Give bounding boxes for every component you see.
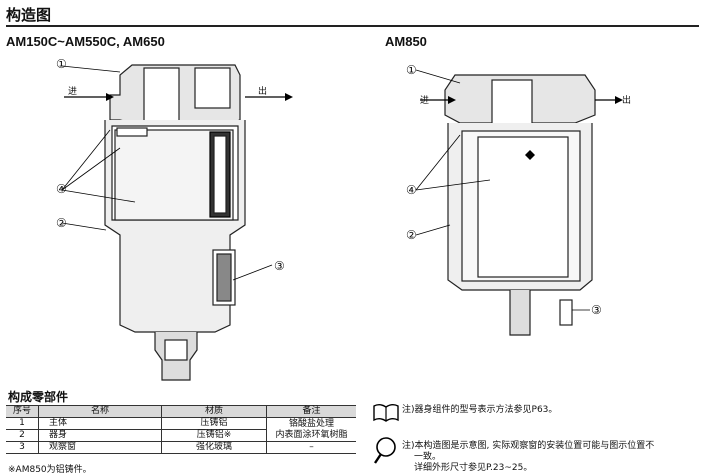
right-callout-1: ①: [406, 63, 417, 77]
title-divider: [6, 25, 699, 27]
left-callout-4: ④: [56, 182, 67, 196]
row2-material: 压铸铝※: [161, 429, 267, 442]
col-header-name: 名称: [38, 405, 162, 418]
remark-line-1: 铬酸盐处理: [288, 418, 334, 429]
col-header-remark: 备注: [266, 405, 356, 418]
col-header-material: 材质: [161, 405, 267, 418]
left-callout-2: ②: [56, 216, 67, 230]
left-callout-1: ①: [56, 57, 67, 71]
note-1: 注)器身组件的型号表示方法参见P63。: [402, 405, 558, 415]
left-callout-3: ③: [274, 259, 285, 273]
right-outlet-label: 出: [622, 96, 632, 106]
parts-table: 序号 名称 材质 备注 1 主体 压铸铝 铬酸盐处理 内表面涂环氧树脂 2 器身…: [6, 405, 356, 454]
right-structure-diagram: [415, 69, 623, 336]
row1-name: 主体: [38, 417, 162, 430]
parts-heading: 构成零部件: [8, 390, 69, 404]
table-row: 1 主体 压铸铝 铬酸盐处理 内表面涂环氧树脂: [6, 417, 356, 442]
note-3: 详细外形尺寸参见P.23~25。: [414, 463, 533, 473]
row3-name: 观察窗: [38, 441, 162, 454]
row3-material: 强化玻璃: [161, 441, 267, 454]
page-title: 构造图: [6, 6, 52, 24]
right-callout-2: ②: [406, 228, 417, 242]
row12-remark: 铬酸盐处理 内表面涂环氧树脂: [266, 417, 356, 442]
right-callout-3: ③: [591, 303, 602, 317]
table-header-row: 序号 名称 材质 备注: [6, 405, 356, 418]
note-2: 注)本构造图是示意图, 实际观察窗的安装位置可能与图示位置不: [402, 441, 655, 451]
row1-material: 压铸铝: [161, 417, 267, 430]
right-inlet-label: 进: [420, 96, 430, 106]
row2-name: 器身: [38, 429, 162, 442]
magnifier-icon: [374, 437, 396, 464]
row2-no: 2: [6, 429, 39, 442]
remark-line-2: 内表面涂环氧树脂: [275, 429, 348, 440]
row1-no: 1: [6, 417, 39, 430]
table-row: 3 观察窗 强化玻璃 –: [6, 441, 356, 454]
table-row: 2 器身 压铸铝※: [6, 429, 356, 442]
note-2-continued: 一致。: [414, 452, 442, 462]
col-header-no: 序号: [6, 405, 39, 418]
left-outlet-label: 出: [258, 87, 268, 97]
left-inlet-label: 进: [68, 87, 78, 97]
row3-no: 3: [6, 441, 39, 454]
left-figure-subtitle: AM150C~AM550C, AM650: [6, 34, 165, 49]
left-structure-diagram: [61, 64, 293, 381]
footnote: ※AM850为铝铸件。: [8, 465, 92, 475]
right-figure-subtitle: AM850: [385, 34, 427, 49]
row3-remark: –: [266, 441, 356, 454]
right-callout-4: ④: [406, 183, 417, 197]
book-icon: [373, 404, 399, 422]
